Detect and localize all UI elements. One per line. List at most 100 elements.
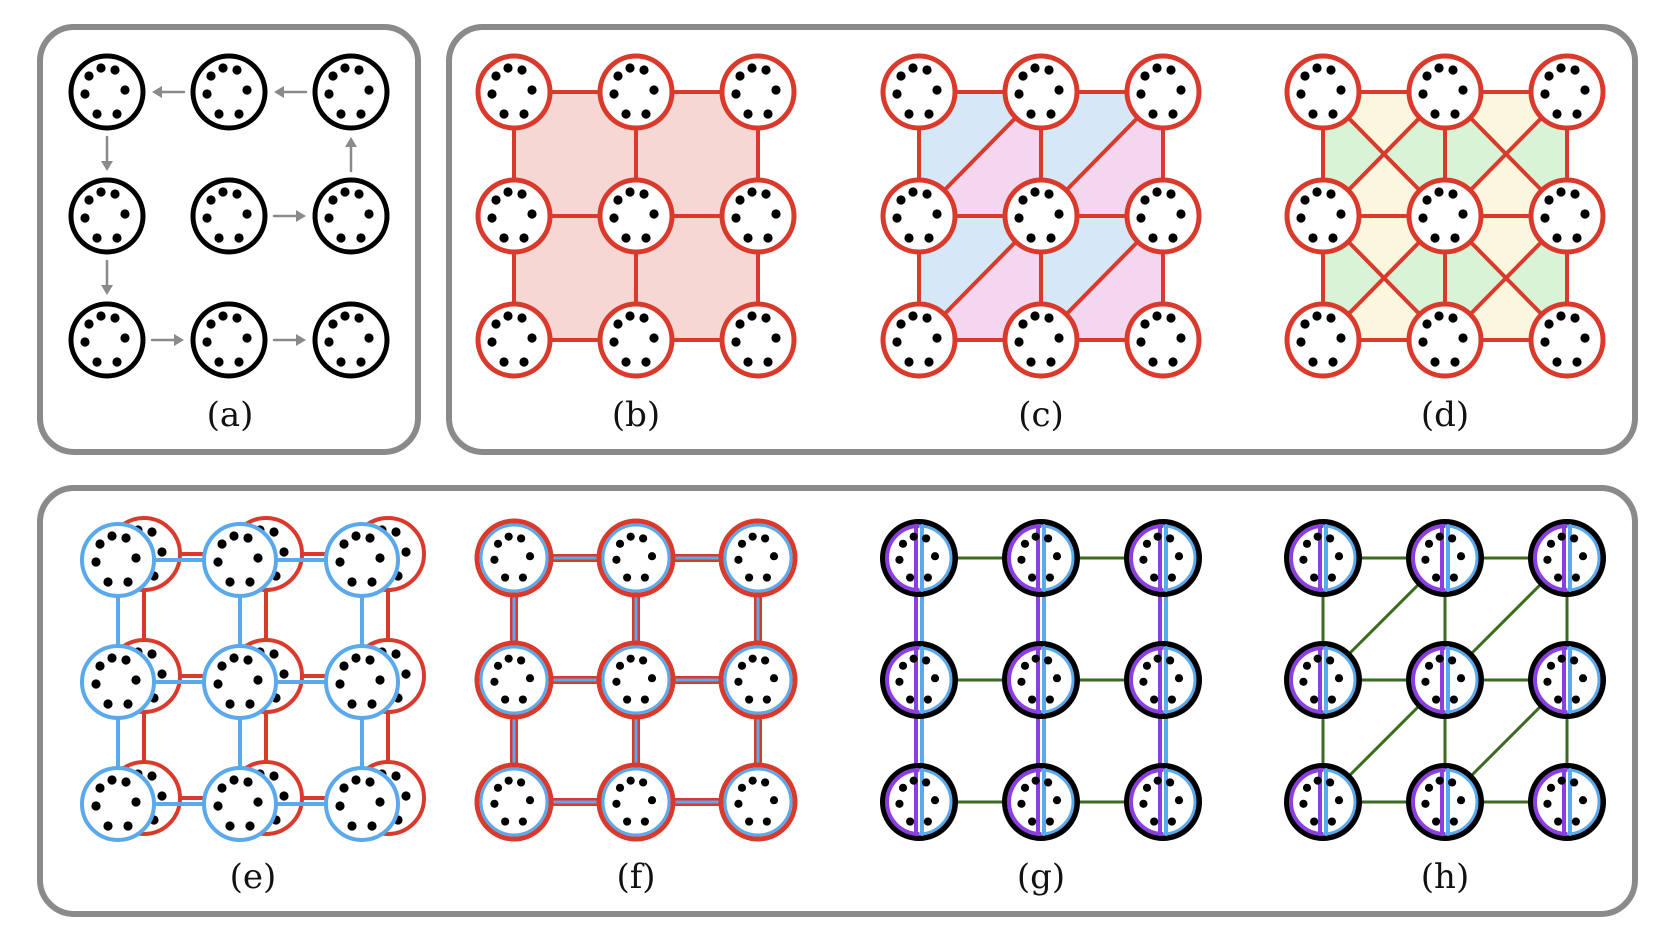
qubit-dot <box>1017 799 1026 808</box>
qubit-dot <box>649 209 659 219</box>
qubit-dot <box>1167 695 1176 704</box>
qubit-dot <box>1174 674 1184 683</box>
qubit-dot <box>157 791 167 801</box>
qubit-dot <box>745 695 754 704</box>
qubit-dot <box>1017 555 1026 564</box>
qubit-dot <box>930 552 940 561</box>
qubit-dot <box>649 333 659 343</box>
caption-c: (c) <box>1018 395 1064 435</box>
qubit-dot <box>1026 357 1036 367</box>
qubit-dot <box>517 313 527 323</box>
blue-arc <box>1040 768 1075 836</box>
purple-arc <box>1007 646 1042 714</box>
purple-arc <box>1129 768 1164 836</box>
qubit-dot <box>91 557 101 567</box>
qubit-dot <box>1578 796 1588 805</box>
qubit-dot <box>639 189 649 199</box>
qubit-dot <box>279 669 289 679</box>
qubit-dot <box>1572 233 1582 243</box>
qubit-dot <box>1418 213 1428 223</box>
qubit-dot <box>1557 532 1566 541</box>
qubit-dot <box>613 319 623 329</box>
qubit-dot <box>641 109 651 119</box>
qubit-dot <box>1046 233 1056 243</box>
qubit-dot <box>1458 85 1468 95</box>
qubit-dot <box>609 337 619 347</box>
qubit-dot <box>892 337 902 347</box>
qubit-dot <box>375 553 385 563</box>
qubit-dot <box>761 534 770 543</box>
qubit-dot <box>639 65 649 75</box>
qubit-dot <box>763 357 773 367</box>
qubit-dot <box>639 313 649 323</box>
six-dot-node-icon <box>1002 519 1080 597</box>
qubit-dot <box>92 233 102 243</box>
qubit-dot <box>103 577 113 587</box>
qubit-dot <box>612 555 621 564</box>
qubit-dot <box>896 71 906 81</box>
qubit-dot <box>1580 85 1590 95</box>
qubit-dot <box>1336 333 1346 343</box>
blue-arc <box>918 646 953 714</box>
qubit-dot <box>253 675 263 685</box>
six-dot-node-icon <box>1124 763 1202 841</box>
qubit-dot <box>1435 654 1444 663</box>
qubit-dot <box>206 319 216 329</box>
qubit-dot <box>96 311 106 321</box>
qubit-dot <box>1572 357 1582 367</box>
purple-arc <box>1129 646 1164 714</box>
qubit-dot <box>1166 189 1176 199</box>
qubit-dot <box>1456 674 1466 683</box>
qubit-dot <box>612 799 621 808</box>
qubit-dot <box>647 674 657 683</box>
qubit-dot <box>1556 63 1566 73</box>
qubit-dot <box>1026 109 1036 119</box>
qubit-dot <box>253 553 263 563</box>
purple-arc <box>885 768 920 836</box>
qubit-dot <box>932 333 942 343</box>
qubit-dot <box>1421 555 1430 564</box>
qubit-dot <box>762 817 771 826</box>
qubit-dot <box>1020 783 1030 792</box>
qubit-dot <box>324 213 334 223</box>
qubit-dot <box>354 189 364 199</box>
qubit-dot <box>1044 534 1053 543</box>
qubit-dot <box>232 65 242 75</box>
qubit-dot <box>771 333 781 343</box>
qubit-dot <box>735 195 745 205</box>
qubit-dot <box>640 817 649 826</box>
arrow-icon <box>174 334 184 346</box>
qubit-dot <box>1543 677 1552 686</box>
qubit-dot <box>1174 796 1184 805</box>
qubit-dot <box>898 661 908 670</box>
qubit-dot <box>731 337 741 347</box>
qubit-dot <box>336 357 346 367</box>
qubit-dot <box>1152 311 1162 321</box>
qubit-dot <box>1448 778 1457 787</box>
qubit-dot <box>229 775 239 785</box>
qubit-dot <box>245 699 255 709</box>
qubit-dot <box>1152 63 1162 73</box>
qubit-dot <box>279 791 289 801</box>
qubit-dot <box>1045 695 1054 704</box>
qubit-dot <box>1028 573 1037 582</box>
qubit-dot <box>735 319 745 329</box>
qubit-dot <box>253 797 263 807</box>
qubit-dot <box>626 654 635 663</box>
panel-c <box>880 53 1202 379</box>
qubit-dot <box>1045 817 1054 826</box>
arrow-icon <box>274 86 284 98</box>
qubit-dot <box>1153 654 1162 663</box>
qubit-dot <box>339 783 349 793</box>
qubit-dot <box>1166 656 1175 665</box>
qubit-dot <box>225 699 235 709</box>
qubit-dot <box>95 539 105 549</box>
blue-arc <box>1566 646 1601 714</box>
qubit-dot <box>1544 195 1554 205</box>
qubit-dot <box>1176 333 1186 343</box>
qubit-dot <box>243 533 253 543</box>
purple-arc <box>1533 646 1568 714</box>
qubit-dot <box>356 109 366 119</box>
qubit-dot <box>121 655 131 665</box>
qubit-dot <box>1167 573 1176 582</box>
